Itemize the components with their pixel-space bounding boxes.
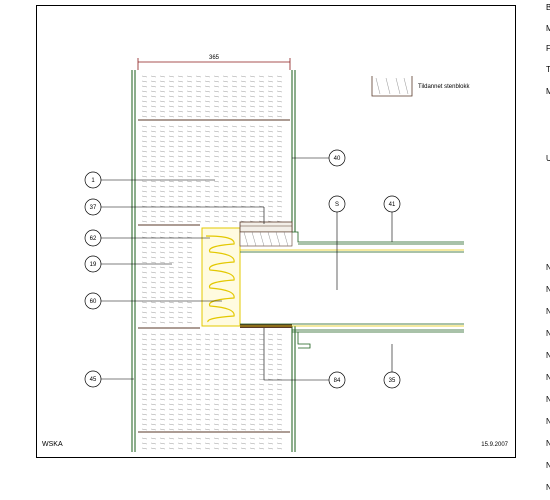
side-letter: M [546, 24, 550, 33]
side-letter: N [546, 483, 550, 492]
legend: Tildannet stenblokk [371, 76, 470, 97]
svg-text:19: 19 [90, 262, 97, 268]
svg-text:60: 60 [90, 299, 97, 305]
side-letter: N [546, 307, 550, 316]
callout-s: S [328, 195, 346, 213]
side-letter: N [546, 351, 550, 360]
callout-1: 1 [84, 171, 102, 189]
svg-text:S: S [335, 202, 339, 208]
callout-45: 45 [84, 370, 102, 388]
callout-19: 19 [84, 255, 102, 273]
callout-37: 37 [84, 198, 102, 216]
callout-84: 84 [328, 371, 346, 389]
side-letter: T [546, 65, 550, 74]
course-lines [138, 119, 290, 433]
callout-35: 35 [383, 371, 401, 389]
company-name: WSKA [42, 441, 63, 448]
callout-60: 60 [84, 292, 102, 310]
legend-label: Tildannet stenblokk [418, 84, 470, 90]
callout-41: 41 [383, 195, 401, 213]
side-letter: N [546, 263, 550, 272]
side-letter: N [546, 373, 550, 382]
leader-lines [101, 157, 393, 381]
side-letter: N [546, 417, 550, 426]
svg-text:37: 37 [90, 205, 97, 211]
side-letter: B [546, 3, 550, 12]
svg-text:35: 35 [389, 378, 396, 384]
window-frame [240, 231, 464, 349]
lintel-block [239, 221, 293, 247]
side-letter: F [546, 44, 550, 53]
side-letter: N [546, 329, 550, 338]
side-letter: M [546, 87, 550, 96]
wall-outlines [131, 70, 296, 452]
svg-text:41: 41 [389, 202, 396, 208]
svg-text:1: 1 [91, 178, 95, 184]
callout-62: 62 [84, 229, 102, 247]
callout-40: 40 [328, 149, 346, 167]
dimension-label: 365 [209, 55, 220, 61]
stone-hatching [141, 75, 283, 450]
dimension-365: 365 [137, 55, 291, 70]
svg-text:84: 84 [334, 378, 341, 384]
side-letter: U [546, 154, 550, 163]
side-letter: N [546, 461, 550, 470]
svg-text:40: 40 [334, 156, 341, 162]
drawing-date: 15.9.2007 [481, 442, 508, 448]
callouts: 1 37 62 19 60 45 40 S [84, 149, 401, 389]
side-letter: N [546, 395, 550, 404]
side-letter: N [546, 439, 550, 448]
side-letter: N [546, 285, 550, 294]
insulation-block [201, 227, 241, 327]
svg-text:45: 45 [90, 377, 97, 383]
drawing-frame [36, 5, 516, 458]
svg-text:62: 62 [90, 236, 97, 242]
